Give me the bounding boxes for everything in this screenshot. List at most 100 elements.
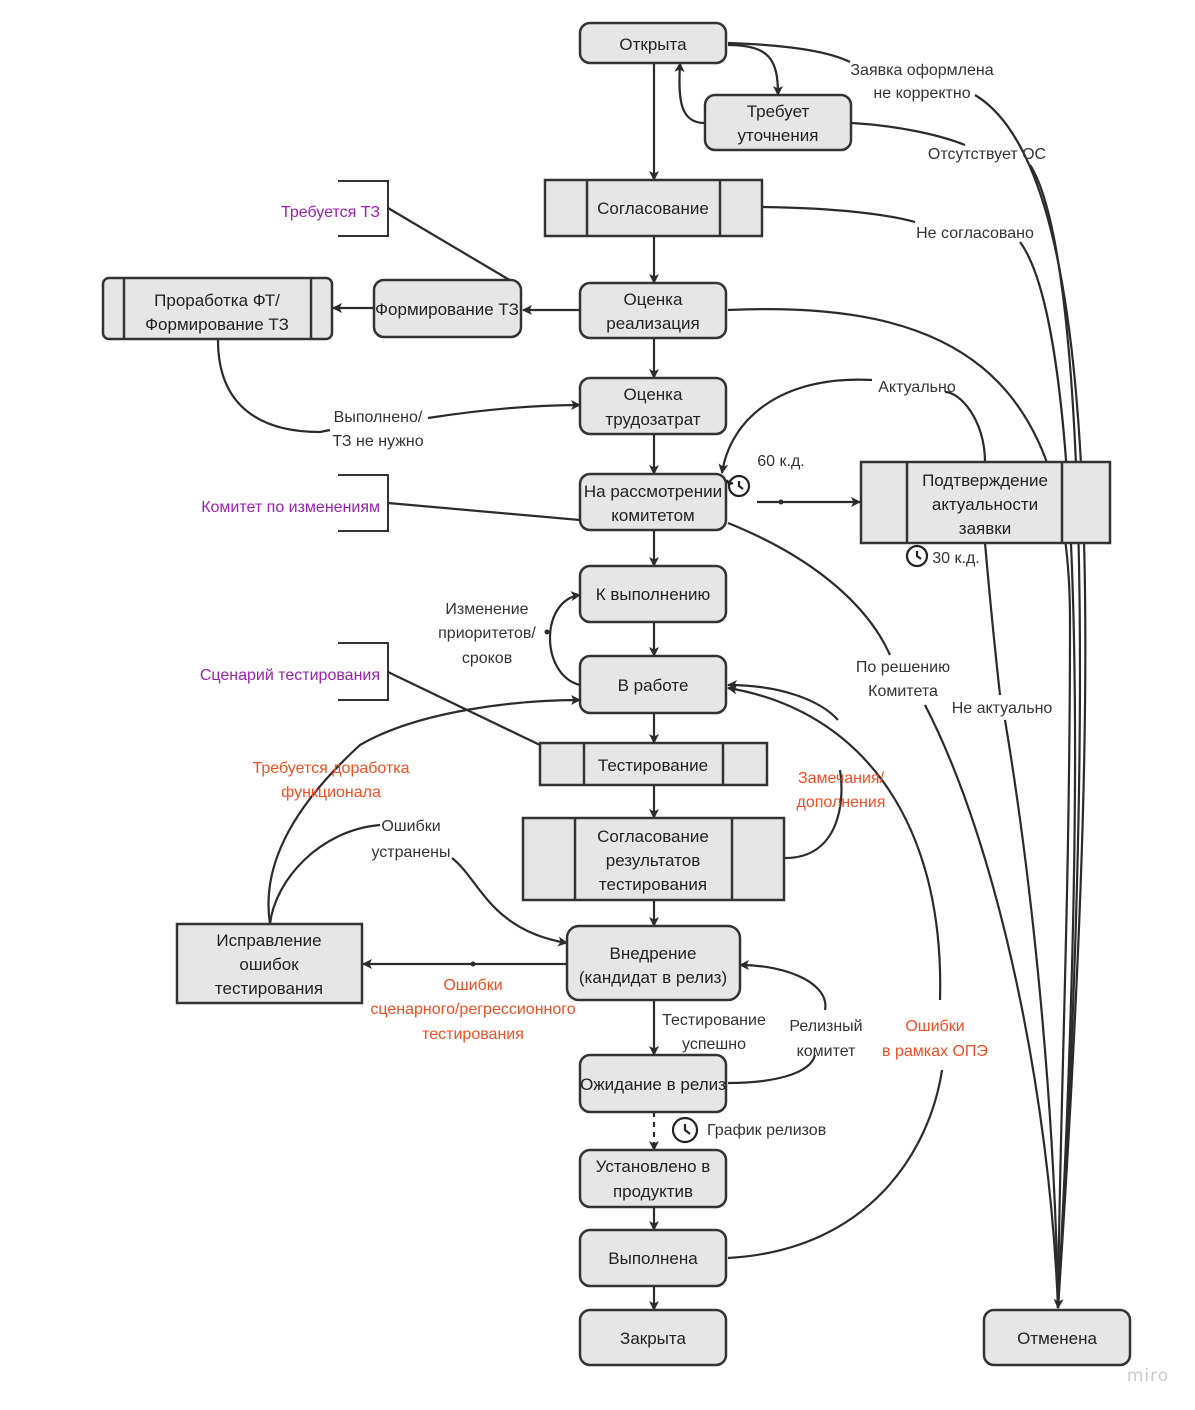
label-izmenenie-line1: Изменение [445, 601, 528, 618]
node-trudozatrat-line1: Оценка [624, 385, 683, 404]
node-otmenena-label: Отменена [1017, 1329, 1097, 1348]
edge-prorabotka-trudozatrat [216, 339, 580, 434]
label-grafik-relizov: График релизов [707, 1122, 826, 1139]
edge-ispravlenie-v-rabote [267, 695, 581, 925]
node-podtverzhdenie-line3: заявки [959, 519, 1011, 538]
label-oshibki-stsenarnogo-line1: Ошибки [443, 977, 502, 994]
node-podtverzhdenie[interactable]: Подтверждение актуальности заявки [859, 460, 1112, 545]
artifact-komitet-po-izmeneniyam: Комитет по изменениям [201, 499, 380, 516]
node-testirovanie-label: Тестирование [598, 756, 708, 775]
node-ispravlenie-line1: Исправление [216, 931, 321, 950]
label-izmenenie-line3: сроков [462, 650, 512, 667]
node-podtverzhdenie-line1: Подтверждение [922, 471, 1048, 490]
node-vnedrenie-line2: (кандидат в релиз) [579, 968, 727, 987]
label-vypolneno-line2: ТЗ не нужно [332, 433, 423, 450]
node-v-rabote[interactable]: В работе [578, 654, 728, 715]
node-vypolnena-label: Выполнена [608, 1249, 698, 1268]
node-soglasovanie-rez-line2: результатов [606, 851, 700, 870]
edge-soglasovanie-otmenena [762, 205, 1077, 1309]
node-soglasovanie-rez-line3: тестирования [599, 875, 707, 894]
node-trebuet-utochneniya-line2: уточнения [738, 126, 819, 145]
node-otmenena[interactable]: Отменена [982, 1308, 1132, 1367]
label-zamechaniya-line2: дополнения [797, 794, 886, 811]
edge-otsenka-otmenena [727, 308, 1072, 1309]
node-ozhidanie[interactable]: Ожидание в релиз [578, 1053, 728, 1114]
label-otsutstvuet-os: Отсутствует ОС [928, 146, 1046, 163]
label-reliznyy-line2: комитет [797, 1043, 857, 1060]
node-k-vypolneniyu[interactable]: К выполнению [578, 564, 728, 624]
edge-v-rabote-k-vypolneniyu [549, 591, 581, 687]
edge-otkryta-utochnenie [727, 43, 783, 96]
brand-watermark: miro [1127, 1366, 1169, 1386]
artifact-stsenariy-testirovaniya: Сценарий тестирования [200, 667, 380, 684]
label-ne-soglasovano: Не согласовано [916, 225, 1034, 242]
node-podtverzhdenie-line2: актуальности [932, 495, 1038, 514]
node-formirovanie-tz-label: Формирование ТЗ [375, 300, 519, 319]
node-ustanovleno-line2: продуктив [613, 1182, 693, 1201]
label-aktualno: Актуально [878, 379, 956, 396]
label-dorabotka-line1: Требуется доработка [252, 760, 409, 777]
node-k-vypolneniyu-label: К выполнению [596, 585, 711, 604]
node-soglasovanie[interactable]: Согласование [543, 178, 764, 238]
node-otsenka-trudozatrat[interactable]: Оценка трудозатрат [578, 376, 728, 436]
node-trebuet-utochneniya-line1: Требует [747, 102, 810, 121]
artifacts: Требуется ТЗ Комитет по изменениям Сцена… [200, 180, 581, 746]
label-ne-aktualno: Не актуально [952, 700, 1053, 717]
artifact-trebuetsya-tz: Требуется ТЗ [281, 204, 380, 221]
node-na-rassmotrenii[interactable]: На рассмотрении комитетом [578, 472, 728, 532]
node-otsenka-realizatsiya[interactable]: Оценка реализация [578, 281, 728, 340]
label-oshibki-ope-line2: в рамках ОПЭ [882, 1043, 988, 1060]
bracket-stsenariy [338, 642, 389, 701]
clock-icon [905, 544, 929, 568]
label-izmenenie-line2: приоритетов/ [438, 625, 536, 642]
edge-ispravlenie-vnedrenie [268, 823, 567, 943]
edge-podtverzhdenie-otmenena [983, 542, 1060, 1309]
node-otkryta[interactable]: Открыта [578, 21, 728, 65]
node-formirovanie-tz[interactable]: Формирование ТЗ [372, 278, 523, 339]
nodes: Открыта Требует уточнения Согласование О… [101, 21, 1132, 1367]
node-vypolnena[interactable]: Выполнена [578, 1228, 728, 1288]
node-ispravlenie[interactable]: Исправление ошибок тестирования [175, 922, 364, 1005]
node-soglasovanie-rez-line1: Согласование [597, 827, 709, 846]
label-zayavka-line1: Заявка оформлена [850, 62, 993, 79]
clock-icon [726, 474, 751, 498]
node-otsenka-line1: Оценка [624, 290, 683, 309]
label-vypolneno-line1: Выполнено/ [334, 409, 423, 426]
label-60-kd: 60 к.д. [757, 453, 804, 470]
label-test-uspeshno-line1: Тестирование [662, 1012, 766, 1029]
node-prorabotka-ft[interactable]: Проработка ФТ/ Формирование ТЗ [101, 276, 334, 341]
node-prorabotka-line2: Формирование ТЗ [145, 315, 289, 334]
node-zakryta[interactable]: Закрыта [578, 1308, 728, 1367]
edge-utochnenie-otkryta [674, 62, 706, 125]
link-trebuetsya-tz [387, 207, 519, 286]
link-stsenariy [387, 671, 541, 746]
label-zayavka-line2: не корректно [873, 85, 970, 102]
edge-rassmotrenie-otmenena [727, 521, 1060, 1309]
edge-podtverzhdenie-aktualno [722, 378, 987, 473]
label-reliznyy-line1: Релизный [789, 1018, 862, 1035]
node-ispravlenie-line3: тестирования [215, 979, 323, 998]
node-trebuet-utochneniya[interactable]: Требует уточнения [703, 93, 853, 152]
node-otsenka-line2: реализация [606, 314, 699, 333]
edge-soglasovanie-rez-v-rabote [728, 685, 843, 860]
node-rassmotrenie-line1: На рассмотрении [584, 482, 722, 501]
link-komitet [387, 501, 581, 522]
node-soglasovanie-label: Согласование [597, 199, 709, 218]
label-dorabotka-line2: функционала [281, 784, 381, 801]
node-prorabotka-line1: Проработка ФТ/ [154, 291, 280, 310]
node-v-rabote-label: В работе [618, 676, 689, 695]
label-oshibki-stsenarnogo-line2: сценарного/регрессионного [370, 1001, 575, 1018]
clock-icon [671, 1116, 699, 1144]
label-oshibki-ustraneny-line1: Ошибки [381, 818, 440, 835]
label-po-resheniyu-line2: Комитета [868, 683, 938, 700]
label-oshibki-ustraneny-line2: устранены [371, 844, 450, 861]
node-ustanovleno[interactable]: Установлено в продуктив [578, 1148, 728, 1209]
node-soglasovanie-rezultatov[interactable]: Согласование результатов тестирования [521, 816, 786, 902]
node-ustanovleno-line1: Установлено в [596, 1157, 711, 1176]
node-zakryta-label: Закрыта [620, 1329, 686, 1348]
node-vnedrenie[interactable]: Внедрение (кандидат в релиз) [565, 924, 742, 1002]
node-testirovanie[interactable]: Тестирование [538, 741, 769, 787]
edge-vypolnena-v-rabote [728, 688, 944, 1260]
label-30-kd: 30 к.д. [932, 550, 979, 567]
